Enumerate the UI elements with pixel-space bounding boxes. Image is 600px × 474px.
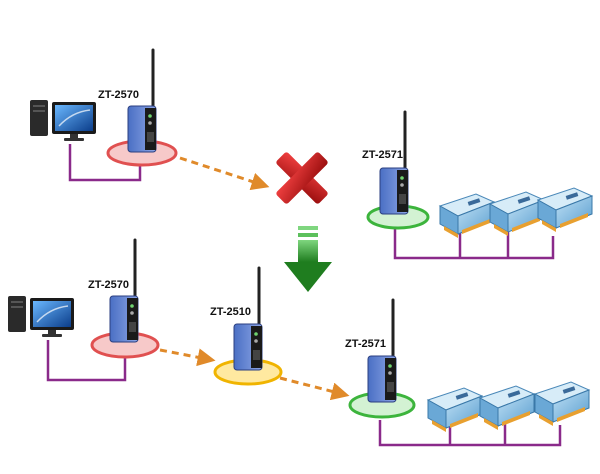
computer-icon xyxy=(7,295,75,338)
host-device-label: ZT-2570 xyxy=(98,89,139,101)
signal-arrow xyxy=(179,156,270,191)
radio-modem-icon[interactable] xyxy=(378,110,410,216)
io-module-icon[interactable] xyxy=(439,193,495,239)
remote-device-label: ZT-2571 xyxy=(362,149,403,161)
direct-link-scenario: ZT-2570 ZT-2571 xyxy=(29,48,593,260)
radio-modem-icon[interactable] xyxy=(126,48,158,154)
signal-arrow xyxy=(159,348,216,367)
io-module-icon[interactable] xyxy=(537,187,593,233)
remote-bus-cable xyxy=(378,420,562,447)
host-serial-cable xyxy=(68,144,142,182)
blocked-x-icon xyxy=(276,152,328,204)
repeater-device-label: ZT-2510 xyxy=(210,306,251,318)
signal-arrow xyxy=(279,376,350,401)
radio-modem-icon[interactable] xyxy=(232,266,264,372)
remote-device-label: ZT-2571 xyxy=(345,338,386,350)
remote-bus-cable xyxy=(393,228,555,260)
repeater-link-scenario: ZT-2570 ZT-2510 ZT-2571 xyxy=(7,238,590,447)
down-arrow-icon xyxy=(284,226,332,292)
computer-icon xyxy=(29,99,97,142)
io-module-icon[interactable] xyxy=(534,381,590,427)
radio-modem-icon[interactable] xyxy=(108,238,140,344)
host-device-label: ZT-2570 xyxy=(88,279,129,291)
io-module-icon[interactable] xyxy=(427,387,483,433)
io-module-icon[interactable] xyxy=(479,385,535,431)
host-serial-cable xyxy=(46,340,127,382)
radio-modem-icon[interactable] xyxy=(366,298,398,404)
io-module-icon[interactable] xyxy=(489,191,545,237)
